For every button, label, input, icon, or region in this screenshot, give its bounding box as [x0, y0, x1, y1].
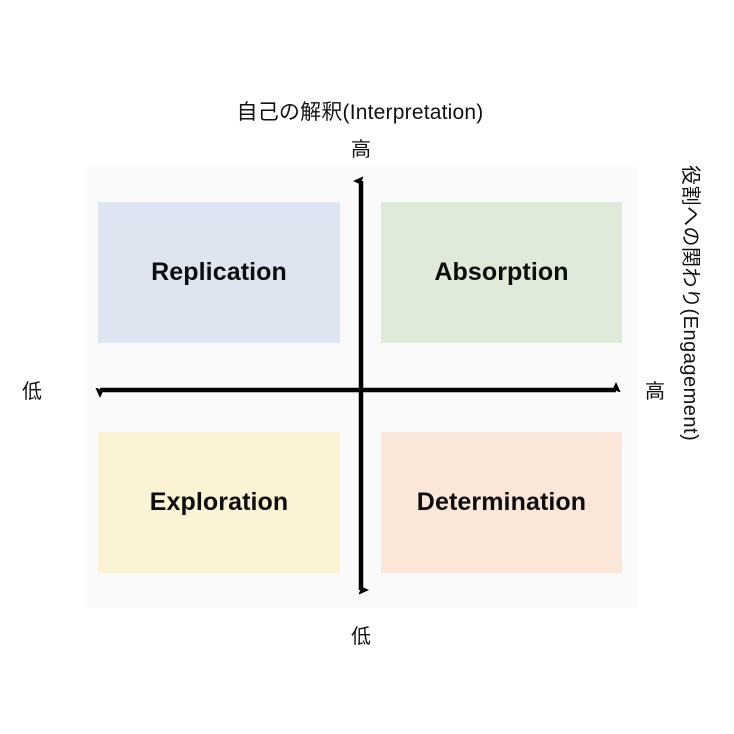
quadrant-bottom-right-label: Determination	[416, 488, 587, 516]
quadrant-bottom-right[interactable]: Determination	[381, 432, 622, 573]
x-axis-low-tick: 低	[22, 381, 42, 403]
y-axis-high-tick: 高	[351, 139, 371, 161]
x-axis-high-tick: 高	[645, 381, 665, 403]
quadrant-top-left[interactable]: Replication	[98, 202, 340, 343]
x-axis-title: 役割への関わり(Engagement)	[679, 165, 701, 442]
quadrant-top-right-label: Absorption	[434, 258, 569, 286]
y-axis-low-tick: 低	[351, 626, 371, 648]
quadrant-top-right[interactable]: Absorption	[381, 202, 622, 343]
quadrant-bottom-left-label: Exploration	[149, 488, 289, 516]
y-axis-title: 自己の解釈(Interpretation)	[236, 101, 484, 124]
quadrant-bottom-left[interactable]: Exploration	[98, 432, 340, 573]
quadrant-top-left-label: Replication	[151, 258, 287, 286]
